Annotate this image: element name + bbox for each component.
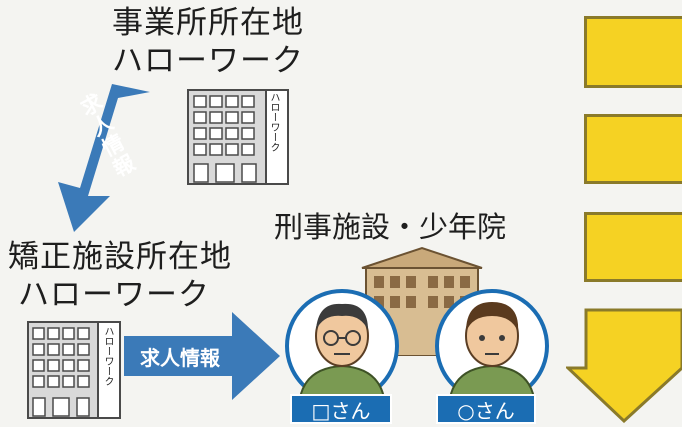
office-location-label: 事業所所在地 ハローワーク bbox=[112, 4, 304, 80]
flow-box-2 bbox=[584, 114, 682, 184]
facility-title: 刑事施設・少年院 bbox=[274, 210, 507, 244]
person-circle-avatar bbox=[432, 288, 552, 412]
office-building-sign: ハローワーク bbox=[268, 92, 279, 152]
down-arrow-icon bbox=[564, 308, 682, 427]
office-building-icon bbox=[186, 88, 290, 190]
horizontal-arrow-label: 求人情報 bbox=[140, 346, 220, 370]
facility-location-line2: ハローワーク bbox=[18, 277, 210, 313]
person-square-name-tag: □さん bbox=[290, 394, 392, 424]
office-location-line1: 事業所所在地 bbox=[112, 5, 304, 41]
facility-location-label: 矯正施設所在地 ハローワーク bbox=[8, 238, 232, 314]
flow-box-3 bbox=[584, 212, 682, 282]
person-circle-name-tag: ○さん bbox=[436, 394, 536, 424]
facility-location-line1: 矯正施設所在地 bbox=[8, 239, 232, 275]
flow-box-1 bbox=[584, 16, 682, 88]
facility-building-icon bbox=[26, 320, 122, 424]
horizontal-arrow-icon bbox=[124, 310, 282, 406]
office-location-line2: ハローワーク bbox=[112, 43, 304, 79]
diagonal-arrow-icon bbox=[40, 84, 170, 238]
facility-building-sign: ハローワーク bbox=[102, 326, 113, 386]
